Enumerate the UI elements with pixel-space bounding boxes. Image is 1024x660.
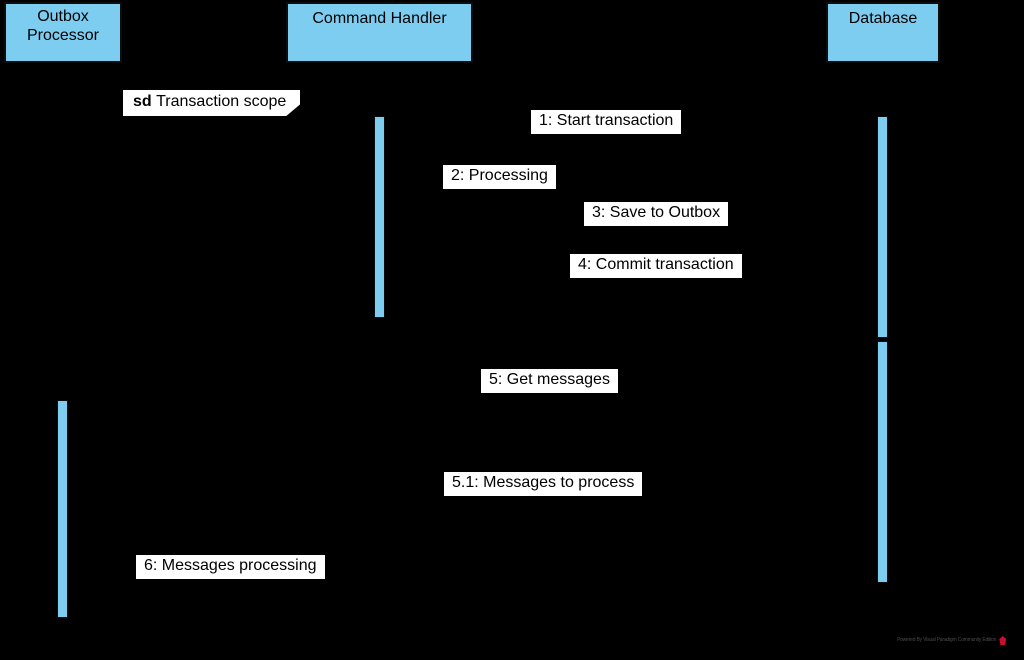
message-label-3: 3: Save to Outbox (584, 202, 729, 226)
lifeline-head-database[interactable]: Database (826, 2, 940, 63)
activation-bar-handler[interactable] (374, 116, 385, 318)
message-label-5-1: 5.1: Messages to process (444, 472, 643, 496)
fragment-frame-transaction-scope (123, 90, 911, 340)
fragment-keyword: sd (133, 93, 152, 110)
message-arrowhead-3 (866, 220, 877, 232)
lifeline-head-database-line1: Database (848, 10, 918, 27)
lifeline-stem-outbox (62, 63, 63, 653)
message-arrowhead-4 (866, 272, 877, 284)
message-arrowhead-5 (866, 395, 877, 407)
message-line-1 (385, 133, 866, 135)
message-label-6: 6: Messages processing (136, 555, 325, 579)
watermark: Powered By Visual Paradigm Community Edi… (897, 636, 1007, 645)
message-label-2: 2: Processing (443, 165, 556, 189)
message-label-4: 4: Commit transaction (570, 254, 742, 278)
message-selfloop-6 (68, 561, 114, 595)
lifeline-head-outbox[interactable]: Outbox Processor (4, 2, 122, 63)
watermark-text: Powered By Visual Paradigm Community Edi… (897, 637, 997, 643)
lifeline-head-handler-line1: Command Handler (312, 10, 447, 27)
activation-bar-database-upper[interactable] (877, 116, 888, 338)
visual-paradigm-logo-icon (999, 636, 1007, 645)
message-line-4 (385, 277, 866, 279)
message-arrowhead-6 (68, 589, 79, 601)
message-label-1: 1: Start transaction (531, 110, 682, 134)
activation-bar-database-lower[interactable] (877, 341, 888, 583)
message-arrowhead-2 (385, 203, 396, 215)
message-arrowhead-5-1 (68, 498, 79, 510)
lifeline-head-outbox-line2: Processor (26, 27, 100, 44)
message-selfloop-2 (385, 175, 431, 209)
lifeline-stem-handler (379, 63, 380, 653)
fragment-label-text: Transaction scope (156, 93, 287, 110)
message-line-3 (385, 225, 866, 227)
message-arrowhead-1 (866, 128, 877, 140)
activation-bar-outbox[interactable] (57, 400, 68, 618)
lifeline-head-handler[interactable]: Command Handler (286, 2, 473, 63)
message-line-5-1 (79, 503, 877, 505)
lifeline-head-outbox-line1: Outbox (37, 8, 89, 25)
message-label-5: 5: Get messages (481, 369, 618, 393)
fragment-frame-label: sd Transaction scope (123, 90, 300, 116)
message-line-5 (68, 400, 866, 402)
